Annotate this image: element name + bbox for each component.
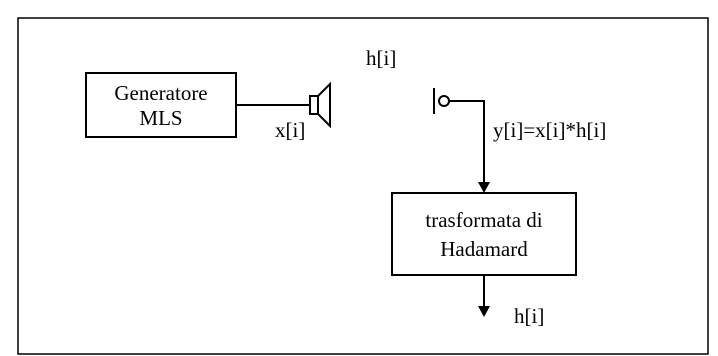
output-label: h[i] <box>514 304 545 328</box>
microphone-icon <box>433 88 450 114</box>
arrowhead-to-transform <box>478 182 490 193</box>
generator-label-line1: Generatore <box>114 81 208 105</box>
signal-y-label: y[i]=x[i]*h[i] <box>493 118 607 142</box>
signal-x-label: x[i] <box>275 118 306 142</box>
hadamard-transform-box <box>391 192 577 276</box>
transform-label-line2: Hadamard <box>440 237 528 261</box>
microphone-to-transform-line <box>449 100 485 184</box>
output-arrowhead <box>478 306 490 317</box>
generator-label-line2: MLS <box>139 106 183 130</box>
loudspeaker-icon <box>309 81 331 129</box>
impulse-response-label: h[i] <box>366 46 397 70</box>
outer-frame <box>17 17 709 355</box>
transform-label-line1: trasformata di <box>425 208 543 232</box>
